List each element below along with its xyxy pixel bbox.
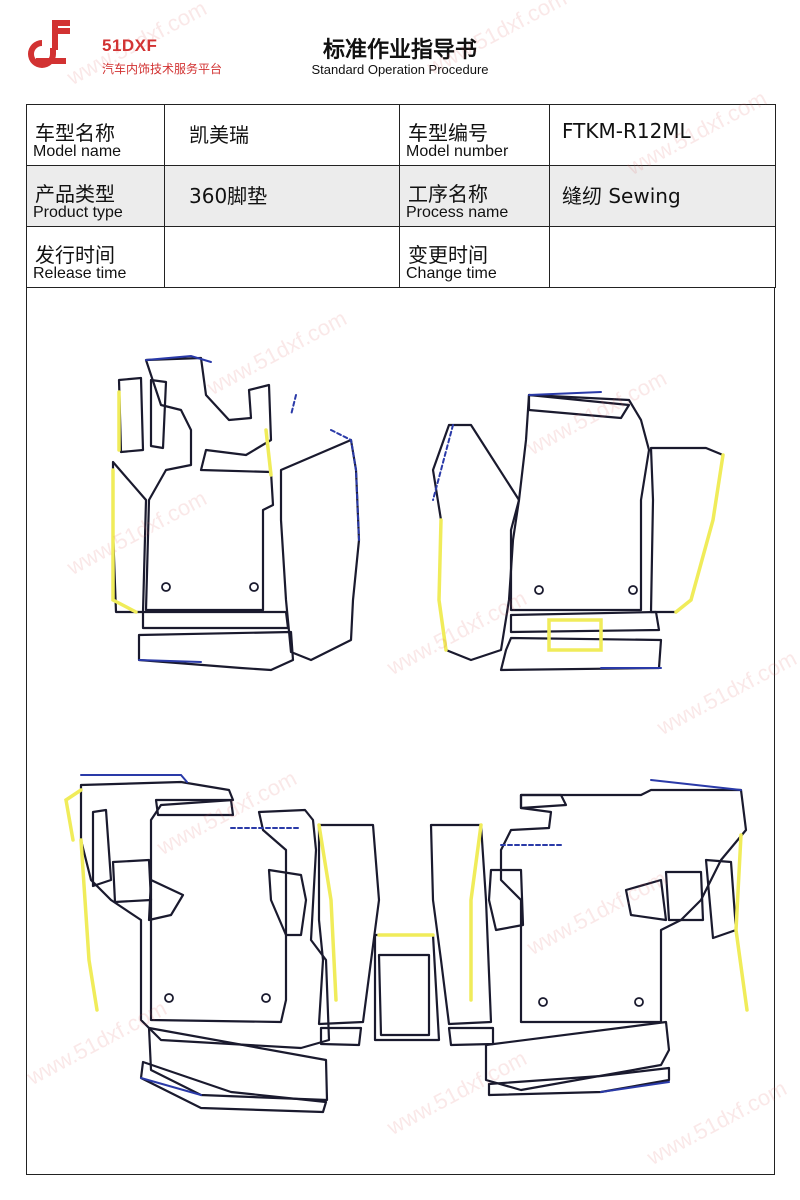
page-subtitle: Standard Operation Procedure — [311, 62, 489, 77]
info-table: 车型名称 Model name 凯美瑞 车型编号 Model number FT… — [26, 104, 776, 288]
model-number-label: 车型编号 Model number — [399, 104, 550, 166]
brand-tagline: 汽车内饰技术服务平台 — [102, 62, 223, 76]
info-row-product: 产品类型 Product type 360脚垫 工序名称 Process nam… — [26, 165, 776, 227]
product-type-label: 产品类型 Product type — [26, 165, 165, 227]
rear-right-mat-piece — [484, 788, 748, 1097]
change-time-value — [549, 226, 776, 288]
rear-center-tunnel-piece — [317, 823, 495, 1047]
product-type-value: 360脚垫 — [164, 165, 400, 227]
brand-logo: 51DXF 汽车内饰技术服务平台 — [22, 18, 262, 88]
floor-mat-patterns — [64, 354, 749, 1114]
info-row-time: 发行时间 Release time 变更时间 Change time — [26, 226, 776, 288]
front-left-mat-piece — [111, 356, 361, 672]
process-name-label: 工序名称 Process name — [399, 165, 550, 227]
model-name-label: 车型名称 Model name — [26, 104, 165, 166]
brand-name: 51DXF — [102, 36, 158, 55]
release-time-value — [164, 226, 400, 288]
model-name-value: 凯美瑞 — [164, 104, 400, 166]
release-time-label: 发行时间 Release time — [26, 226, 165, 288]
page-title: 标准作业指导书 — [322, 38, 477, 63]
info-row-model: 车型名称 Model name 凯美瑞 车型编号 Model number FT… — [26, 104, 776, 166]
logo-mark-icon — [28, 20, 70, 68]
change-time-label: 变更时间 Change time — [399, 226, 550, 288]
model-number-value: FTKM-R12ML — [549, 104, 776, 166]
rear-left-mat-piece — [79, 780, 331, 1114]
process-name-value: 缝纫 Sewing — [549, 165, 776, 227]
pattern-drawing-area — [26, 288, 775, 1175]
front-right-mat-piece — [431, 393, 725, 672]
